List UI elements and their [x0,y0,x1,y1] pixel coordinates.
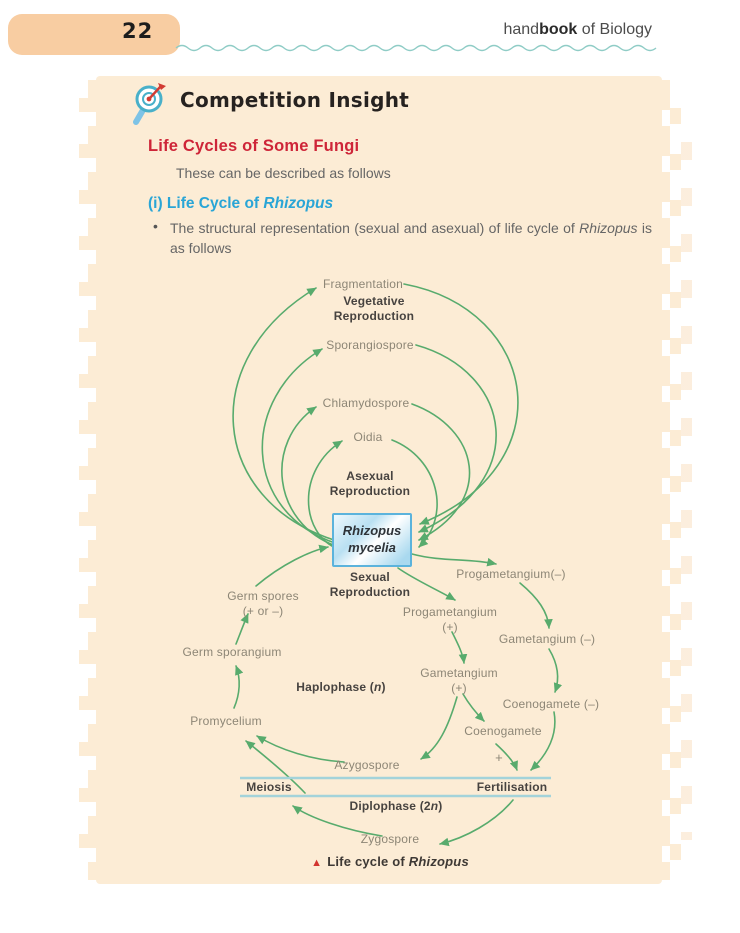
caption-species: Rhizopus [408,854,469,869]
label-asexual-reproduction: Asexual Reproduction [329,469,411,498]
right-torn-edge [670,98,681,860]
label-coenogamete-minus: Coenogamete (–) [502,697,600,711]
label-zygospore: Zygospore [360,832,420,846]
label-diplophase: Diplophase (2n) [349,799,442,814]
left-torn-edge [79,98,89,860]
label-haplophase: Haplophase (n) [296,680,385,695]
bullet-icon: • [153,218,158,234]
label-sexual-reproduction: Sexual Reproduction [329,570,411,599]
content-panel [96,76,662,884]
label-germ-spores: Germ spores (+ or –) [227,589,299,618]
haplophase-n: n [374,680,382,694]
brand-bold: book [539,21,578,38]
label-vegetative-reproduction: Vegetative Reproduction [333,294,415,323]
bullet-post: is as follows [170,220,652,257]
label-fragmentation: Fragmentation [323,277,403,291]
brand-post: of Biology [577,21,652,38]
label-sporangiospore: Sporangiospore [326,338,414,352]
page-number-tab [8,14,180,55]
subsection-heading: (i) Life Cycle of Rhizopus [148,195,333,213]
diplophase-pre: Diplophase (2 [349,799,431,813]
bullet-text: The structural representation (sexual an… [170,218,652,259]
label-progametangium-minus: Progametangium(–) [456,567,566,581]
page-number: 22 [122,19,154,43]
label-gametangium-minus: Gametangium (–) [498,632,596,646]
label-gametangium-plus: Gametangium (+) [420,666,498,695]
subsection-prefix: (i) Life Cycle of [148,195,264,212]
left-torn-edge-inner [88,80,96,880]
label-plus-sign: + [495,750,503,765]
intro-text: These can be described as follows [176,165,391,181]
subsection-species: Rhizopus [263,195,334,212]
rhizopus-mycelia-label: Rhizopus mycelia [342,523,402,555]
haplophase-pre: Haplophase ( [296,680,375,694]
brand-pre: hand [503,21,540,38]
book-brand: handbook of Biology [503,21,652,39]
label-chlamydospore: Chlamydospore [322,396,410,410]
section-heading: Life Cycles of Some Fungi [148,137,360,155]
diplophase-post: ) [438,799,443,813]
caption-triangle-icon: ▲ [311,857,323,869]
label-germ-sporangium: Germ sporangium [182,645,282,659]
label-progametangium-plus: Progametangium (+) [402,605,498,634]
label-azygospore: Azygospore [334,758,400,772]
rhizopus-mycelia-box: Rhizopus mycelia [332,513,412,567]
bullet-pre: The structural representation (sexual an… [170,220,580,236]
caption-pre: Life cycle of [327,854,409,869]
label-fertilisation: Fertilisation [476,780,548,794]
wavy-divider [175,44,657,52]
label-promycelium: Promycelium [190,714,262,728]
bullet-species: Rhizopus [579,220,638,236]
right-torn-edge-faint [681,120,692,840]
diagram-caption: ▲ Life cycle of Rhizopus [311,854,469,871]
page-title: Competition Insight [180,88,410,112]
right-torn-edge-inner [662,80,670,880]
diplophase-n: n [430,799,439,813]
haplophase-post: ) [381,680,386,694]
label-coenogamete: Coenogamete [464,724,542,738]
label-meiosis: Meiosis [246,780,292,794]
label-oidia: Oidia [353,430,383,444]
